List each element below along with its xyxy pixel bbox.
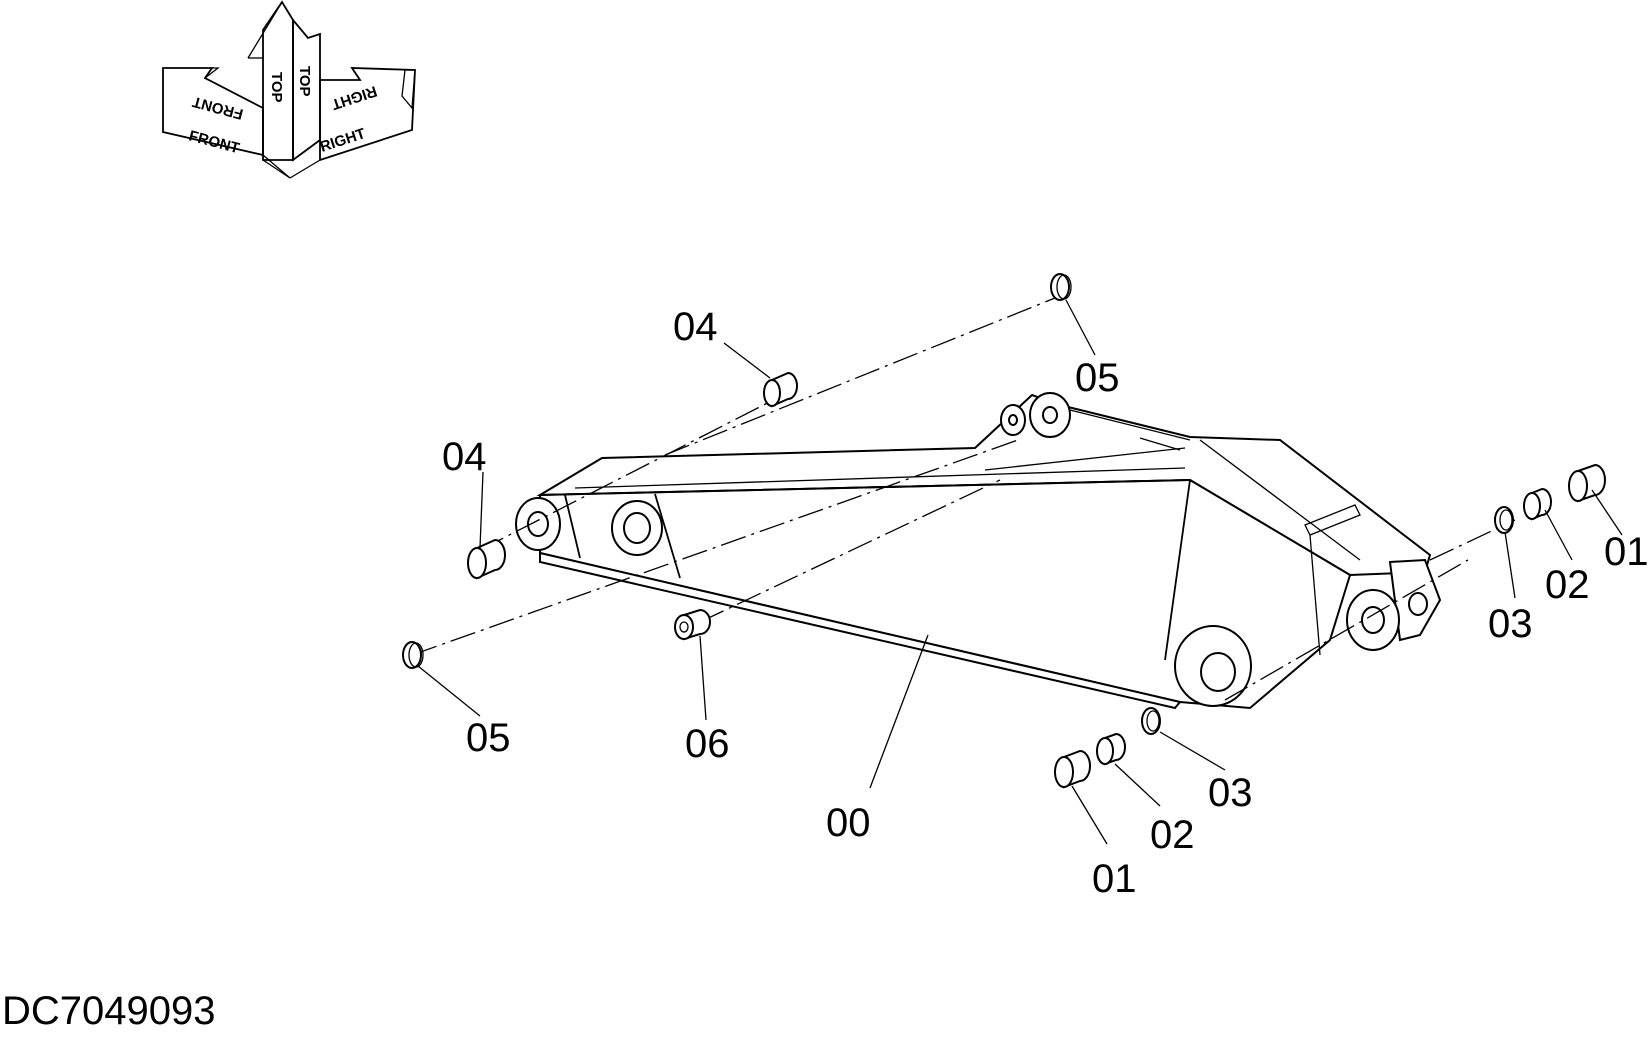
boom-body xyxy=(515,392,1442,710)
orientation-front-label: FRONT xyxy=(187,127,241,157)
shim-left xyxy=(402,641,424,669)
callout-05-top: 05 xyxy=(1075,356,1120,400)
bushing-right-upper-part xyxy=(1568,463,1606,503)
pin-bush-left xyxy=(467,538,506,580)
orientation-top-mirror-label: TOP xyxy=(296,66,313,97)
callout-00: 00 xyxy=(826,801,871,845)
drawing-code: DC7049093 xyxy=(2,989,216,1033)
ring-right-lower-part xyxy=(1096,732,1126,766)
callout-03-upper: 03 xyxy=(1488,602,1533,646)
orientation-right-mirror-label: RIGHT xyxy=(329,82,379,113)
seal-right-lower-part xyxy=(1141,707,1161,735)
orientation-right-label: RIGHT xyxy=(318,125,368,156)
centre-lines xyxy=(411,295,1516,701)
leader-lines xyxy=(417,299,1623,845)
callout-03-lower: 03 xyxy=(1208,771,1253,815)
seal-right-upper-part xyxy=(1494,506,1514,534)
callout-01-lower: 01 xyxy=(1092,857,1137,901)
bushing-right-lower-part xyxy=(1054,749,1091,789)
callout-02-lower: 02 xyxy=(1150,813,1195,857)
callout-06: 06 xyxy=(685,722,730,766)
callout-labels: 00 01 01 02 02 03 03 04 04 05 05 06 xyxy=(442,305,1648,901)
grease-fitting-part xyxy=(674,608,711,641)
pin-bush-top xyxy=(763,371,798,408)
callout-04-left: 04 xyxy=(442,435,487,479)
callout-04-top: 04 xyxy=(673,305,718,349)
callout-01-upper: 01 xyxy=(1604,530,1648,574)
callout-02-upper: 02 xyxy=(1545,563,1590,607)
callout-05-left: 05 xyxy=(466,716,511,760)
orientation-front-mirror-label: FRONT xyxy=(191,93,245,123)
shim-top xyxy=(1050,273,1072,301)
orientation-top-label: TOP xyxy=(268,72,285,103)
orientation-indicator: FRONT FRONT TOP TOP RIGHT RIGHT xyxy=(162,0,416,179)
